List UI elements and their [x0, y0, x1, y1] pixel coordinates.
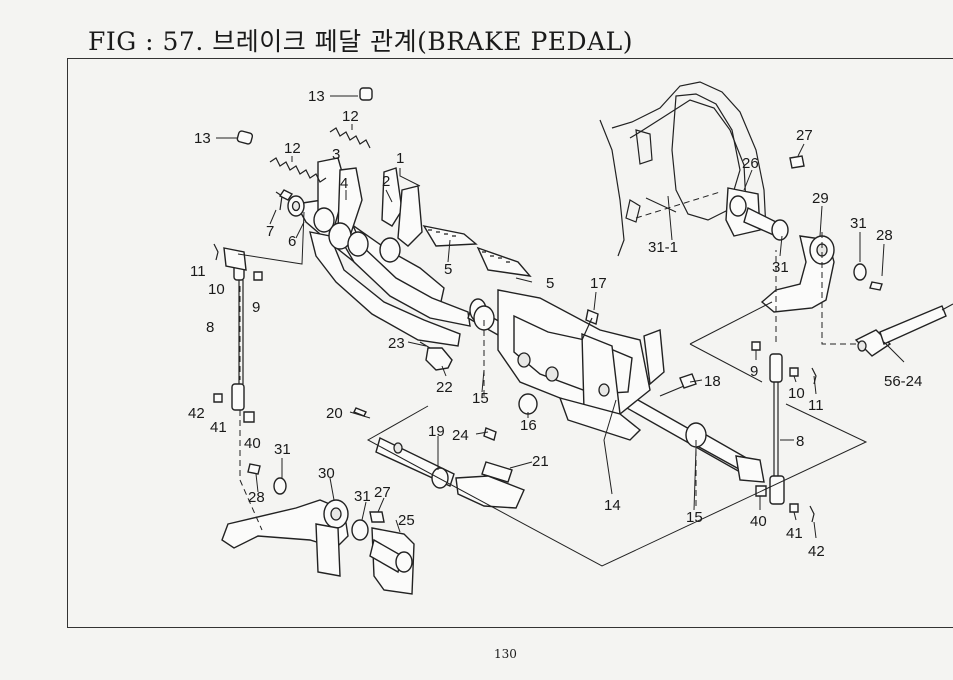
callout-23: 23 — [388, 335, 405, 352]
callout-29: 29 — [812, 190, 829, 207]
callout-41b: 41 — [786, 525, 803, 542]
callout-18: 18 — [704, 373, 721, 390]
leader-lines — [216, 95, 905, 539]
callout-11a: 11 — [190, 263, 206, 280]
callout-41a: 41 — [210, 419, 227, 436]
callout-42a: 42 — [188, 405, 205, 422]
callout-9a: 9 — [252, 299, 260, 316]
callout-1: 1 — [396, 150, 404, 167]
callout-7: 7 — [266, 223, 274, 240]
callout-27b: 27 — [796, 127, 813, 144]
right-shaft-parts — [685, 155, 883, 483]
callout-8b: 8 — [796, 433, 804, 450]
pedal-pads — [422, 225, 532, 277]
callout-20: 20 — [326, 405, 343, 422]
callout-14: 14 — [604, 497, 621, 514]
callout-21: 21 — [532, 453, 549, 470]
callout-2: 2 — [382, 173, 390, 190]
callout-4: 4 — [340, 175, 348, 192]
callout-40b: 40 — [750, 513, 767, 530]
diagram-frame — [67, 58, 953, 628]
figure-title: FIG : 57. 브레이크 페달 관계(BRAKE PEDAL) — [88, 27, 634, 56]
main-bracket-and-shaft — [467, 289, 745, 474]
reference-lines — [237, 191, 868, 567]
callout-31-1: 31-1 — [648, 239, 678, 256]
callout-15a: 15 — [472, 390, 489, 407]
callout-25: 25 — [398, 512, 415, 529]
callout-10a: 10 — [208, 281, 225, 298]
callout-5a: 5 — [444, 261, 452, 278]
mounting-bracket-frame — [599, 81, 767, 257]
callout-12b: 12 — [284, 140, 301, 157]
callout-6: 6 — [288, 233, 296, 250]
callout-28a: 28 — [248, 489, 265, 506]
callout-13a: 13 — [308, 88, 325, 105]
lower-lever-parts — [353, 341, 525, 509]
callout-12a: 12 — [342, 108, 359, 125]
callout-40a: 40 — [244, 435, 261, 452]
callout-31d: 31 — [772, 259, 789, 276]
callout-19: 19 — [428, 423, 445, 440]
callout-26: 26 — [742, 155, 759, 172]
brake-cable — [854, 303, 953, 357]
callout-31a: 31 — [274, 441, 291, 458]
pedal-assembly — [236, 87, 471, 347]
page-number: 130 — [494, 647, 517, 661]
callout-3: 3 — [332, 146, 340, 163]
callout-24: 24 — [452, 427, 469, 444]
callout-15b: 15 — [686, 509, 703, 526]
callout-11b: 11 — [808, 397, 824, 414]
callout-16: 16 — [520, 417, 537, 434]
callout-30: 30 — [318, 465, 335, 482]
callout-27a: 27 — [374, 484, 391, 501]
linkage-rods — [213, 243, 817, 523]
callout-56-24: 56-24 — [884, 373, 922, 390]
callout-31c: 31 — [850, 215, 867, 232]
lower-left-lever — [221, 463, 415, 595]
callout-labels: 13 12 13 12 3 1 2 4 7 6 11 10 9 8 5 5 17… — [188, 88, 922, 560]
callout-31b: 31 — [354, 488, 371, 505]
callout-13b: 13 — [194, 130, 211, 147]
callout-5b: 5 — [546, 275, 554, 292]
callout-10b: 10 — [788, 385, 805, 402]
callout-17: 17 — [590, 275, 607, 292]
callout-28b: 28 — [876, 227, 893, 244]
callout-42b: 42 — [808, 543, 825, 560]
callout-22: 22 — [436, 379, 453, 396]
callout-8a: 8 — [206, 319, 214, 336]
callout-9b: 9 — [750, 363, 758, 380]
